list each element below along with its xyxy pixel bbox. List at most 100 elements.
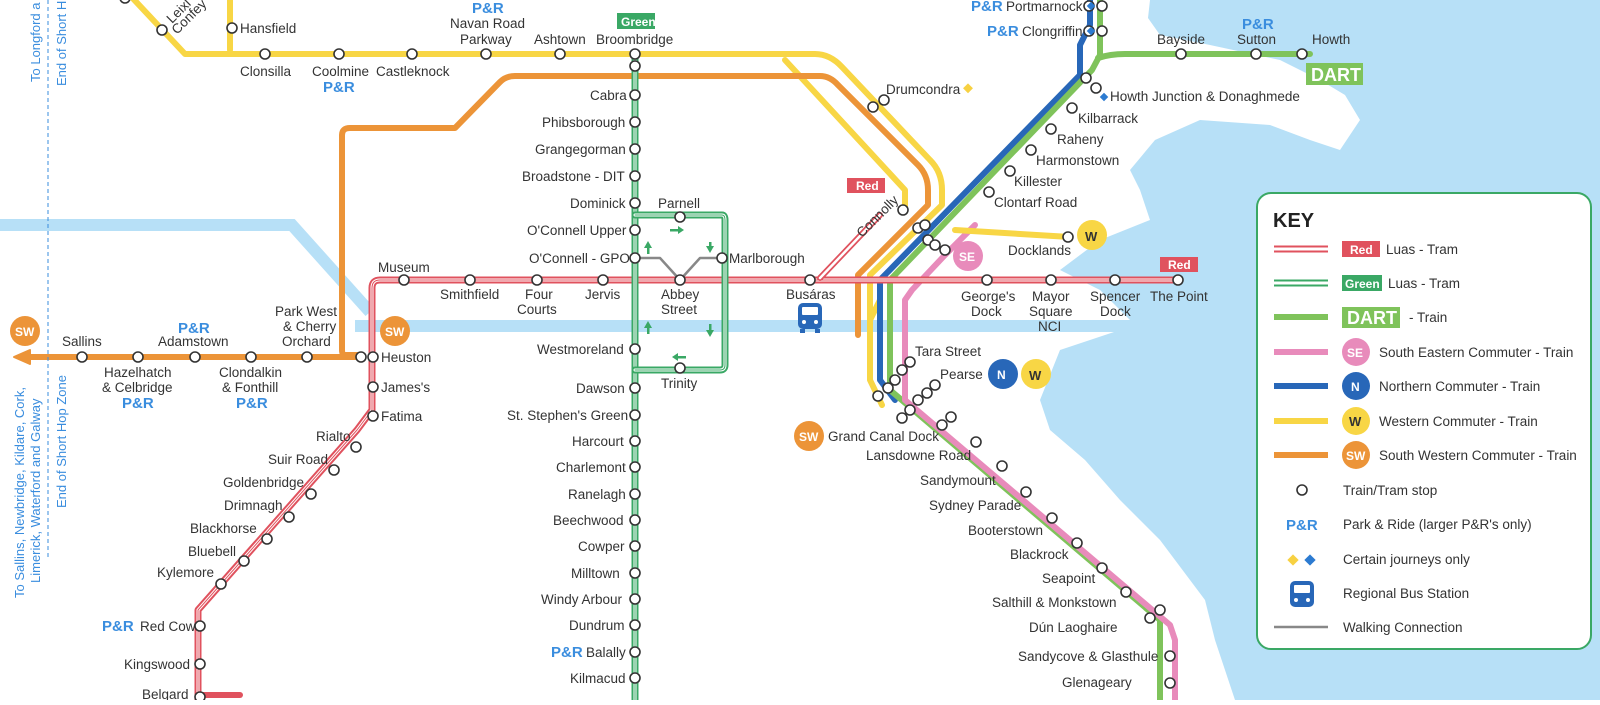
label-park1: Park West bbox=[275, 304, 337, 319]
label-drimnagh: Drimnagh bbox=[224, 498, 283, 513]
key-item-south-western: SW South Western Commuter - Train bbox=[1274, 441, 1577, 469]
label-windy: Windy Arbour bbox=[541, 592, 623, 607]
label-coolmine: Coolmine bbox=[312, 64, 369, 79]
label-mayor3: NCI bbox=[1038, 319, 1061, 334]
label-balally: Balally bbox=[586, 645, 626, 660]
label-park-ride: P&R bbox=[987, 23, 1019, 40]
label-park-ride: P&R bbox=[472, 0, 504, 17]
label-pearse: Pearse bbox=[940, 367, 983, 382]
label-sandymount: Sandymount bbox=[920, 473, 996, 488]
label-park-ride: P&R bbox=[236, 395, 268, 412]
map-key: KEY Red Luas - Tram Green Luas - Tram DA… bbox=[1256, 192, 1592, 650]
key-item-park-ride: P&R Park & Ride (larger P&R's only) bbox=[1286, 517, 1532, 534]
label-park-ride: P&R bbox=[1242, 16, 1274, 33]
label-harcourt: Harcourt bbox=[572, 434, 624, 449]
label-park-ride: P&R bbox=[102, 618, 134, 635]
key-title: KEY bbox=[1273, 210, 1315, 232]
label-kylemore: Kylemore bbox=[157, 565, 214, 580]
label-sydney: Sydney Parade bbox=[929, 498, 1021, 513]
label-mayor2: Square bbox=[1029, 304, 1073, 319]
label-sw: SW bbox=[15, 325, 35, 339]
label-museum: Museum bbox=[378, 260, 430, 275]
label-spencer2: Dock bbox=[1100, 304, 1131, 319]
label-badge: SW bbox=[1346, 449, 1366, 463]
label-phibsborough: Phibsborough bbox=[542, 115, 625, 130]
label-georges1: George's bbox=[961, 289, 1016, 304]
label-ashtown: Ashtown bbox=[534, 32, 586, 47]
label-howth-junction: Howth Junction & Donaghmede bbox=[1110, 89, 1300, 104]
label-broadstone: Broadstone - DIT bbox=[522, 169, 625, 184]
label-point: The Point bbox=[1150, 289, 1208, 304]
label-park-ride: P&R bbox=[323, 79, 355, 96]
label-park2: & Cherry bbox=[283, 319, 337, 334]
label-hazel2: & Celbridge bbox=[102, 380, 173, 395]
label-belgard: Belgard bbox=[142, 687, 189, 700]
label-tara: Tara Street bbox=[915, 344, 981, 359]
label-hazel1: Hazelhatch bbox=[104, 365, 172, 380]
label-dawson: Dawson bbox=[576, 381, 625, 396]
label-badge: Green bbox=[1345, 277, 1380, 291]
label-red: Red bbox=[1168, 258, 1191, 272]
label-sw: SW bbox=[799, 430, 819, 444]
label-green: Green bbox=[621, 15, 656, 29]
station-labels: Leixl Confey Hansfield Clonsilla Coolmin… bbox=[62, 0, 1350, 702]
label-clonsilla: Clonsilla bbox=[240, 64, 292, 79]
label-navan1: Navan Road bbox=[450, 16, 525, 31]
label-sallins: Sallins bbox=[62, 334, 102, 349]
key-item-certain-journeys: Certain journeys only bbox=[1287, 552, 1470, 567]
label-stephens: St. Stephen's Green bbox=[507, 408, 628, 423]
label-blackrock: Blackrock bbox=[1010, 547, 1069, 562]
label-goldenbridge: Goldenbridge bbox=[223, 475, 304, 490]
label-smithfield: Smithfield bbox=[440, 287, 499, 302]
label-fatima: Fatima bbox=[381, 409, 423, 424]
label-label: Regional Bus Station bbox=[1343, 586, 1469, 601]
label-busaras: Busáras bbox=[786, 287, 836, 302]
key-item-western: W Western Commuter - Train bbox=[1274, 407, 1538, 435]
label-connolly: Connolly bbox=[854, 192, 902, 240]
longford-label: To Longford a bbox=[28, 2, 43, 82]
short-hop-top-label: End of Short H bbox=[54, 1, 69, 86]
label-glenageary: Glenageary bbox=[1062, 675, 1132, 690]
bus-icon bbox=[798, 303, 822, 333]
label-park-ride: P&R bbox=[551, 644, 583, 661]
label-clondalkin2: & Fonthill bbox=[222, 380, 278, 395]
label-suir: Suir Road bbox=[268, 452, 328, 467]
park-ride-labels: P&R P&R P&R P&R P&R P&R P&R P&R P&R P&R bbox=[102, 0, 1274, 661]
label-lansdowne: Lansdowne Road bbox=[866, 448, 971, 463]
label-dunlaoghaire: Dún Laoghaire bbox=[1029, 620, 1118, 635]
label-bayside: Bayside bbox=[1157, 32, 1205, 47]
label-red: Red bbox=[856, 179, 879, 193]
label-kilbarrack: Kilbarrack bbox=[1078, 111, 1138, 126]
label-drumcondra: Drumcondra bbox=[886, 82, 961, 97]
label-seapoint: Seapoint bbox=[1042, 571, 1096, 586]
label-abbey1: Abbey bbox=[661, 287, 700, 302]
label-park-ride: P&R bbox=[122, 395, 154, 412]
label-howth: Howth bbox=[1312, 32, 1350, 47]
label-marlborough: Marlborough bbox=[729, 251, 805, 266]
key-item-northern: N Northern Commuter - Train bbox=[1274, 372, 1540, 400]
label-georges2: Dock bbox=[971, 304, 1002, 319]
label-spencer1: Spencer bbox=[1090, 289, 1141, 304]
label-blackhorse: Blackhorse bbox=[190, 521, 257, 536]
label-label: South Eastern Commuter - Train bbox=[1379, 345, 1573, 360]
key-item-bus-station: Regional Bus Station bbox=[1290, 581, 1469, 607]
label-kilmacud: Kilmacud bbox=[570, 671, 626, 686]
label-bluebell: Bluebell bbox=[188, 544, 236, 559]
label-castleknock: Castleknock bbox=[376, 64, 450, 79]
label-abbey2: Street bbox=[661, 302, 697, 317]
direction-arrows bbox=[644, 226, 714, 361]
key-item-luas-red: Red Luas - Tram bbox=[1274, 241, 1458, 257]
label-salthill: Salthill & Monkstown bbox=[992, 595, 1117, 610]
side-labels: To Longford a End of Short H To Sallins,… bbox=[12, 0, 69, 598]
label-navan2: Parkway bbox=[460, 32, 512, 47]
label-beechwood: Beechwood bbox=[553, 513, 624, 528]
label-portmarnock: Portmarnock bbox=[1006, 0, 1083, 14]
label-clondalkin1: Clondalkin bbox=[219, 365, 282, 380]
label-booterstown: Booterstown bbox=[968, 523, 1043, 538]
label-heuston: Heuston bbox=[381, 350, 431, 365]
label-se: SE bbox=[959, 250, 975, 264]
label-label: Northern Commuter - Train bbox=[1379, 379, 1540, 394]
label-oconnell-upper: O'Connell Upper bbox=[527, 223, 627, 238]
label-badge: W bbox=[1349, 414, 1362, 429]
